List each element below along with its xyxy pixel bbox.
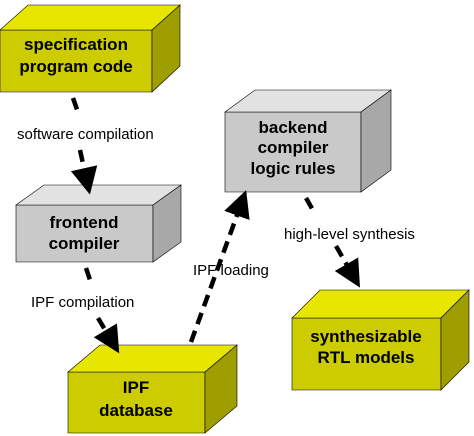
box-label-line: synthesizable bbox=[310, 327, 422, 346]
box-label-line: specification bbox=[24, 35, 128, 54]
box-top-face bbox=[15, 184, 182, 206]
box-synthesizable-rtl-models: synthesizable RTL models bbox=[291, 289, 470, 391]
box-label-line: database bbox=[99, 401, 173, 420]
box-label-line: frontend bbox=[50, 213, 119, 232]
edge-label-ipf-loading: IPF loading bbox=[193, 262, 269, 279]
edge-software-compilation-arrow bbox=[70, 149, 98, 195]
edge-label-software-compilation: software compilation bbox=[17, 126, 154, 143]
box-label-line: backend bbox=[259, 118, 328, 137]
edge-ipf-loading-arrow bbox=[188, 190, 250, 343]
box-label-line: logic rules bbox=[250, 159, 335, 178]
edge-label-ipf-compilation: IPF compilation bbox=[31, 294, 134, 311]
box-label-line: compiler bbox=[258, 138, 329, 157]
edge-software-compilation-upper bbox=[70, 97, 82, 116]
box-frontend-compiler: frontend compiler bbox=[15, 184, 182, 263]
box-label-line: RTL models bbox=[318, 348, 415, 367]
edge-label-high-level-synthesis: high-level synthesis bbox=[284, 226, 415, 243]
box-top-face bbox=[0, 4, 181, 31]
box-side-face bbox=[440, 289, 470, 391]
box-backend-compiler: backend compiler logic rules bbox=[224, 89, 392, 193]
box-label-line: IPF bbox=[123, 378, 149, 397]
box-side-face bbox=[152, 184, 182, 263]
box-label-line: program code bbox=[19, 57, 132, 76]
box-top-face bbox=[291, 289, 470, 319]
box-side-face bbox=[204, 344, 238, 434]
box-ipf-database: IPF database bbox=[67, 344, 238, 434]
box-specification-program-code: specification program code bbox=[0, 4, 181, 93]
edge-high-level-synthesis-arrow bbox=[334, 244, 360, 288]
box-side-face bbox=[360, 89, 392, 193]
edge-high-level-synthesis-upper bbox=[304, 196, 316, 214]
box-label-line: compiler bbox=[49, 234, 120, 253]
edge-ipf-compilation-arrow bbox=[93, 316, 120, 354]
box-side-face bbox=[151, 4, 181, 93]
edge-ipf-compilation-upper bbox=[83, 267, 95, 287]
